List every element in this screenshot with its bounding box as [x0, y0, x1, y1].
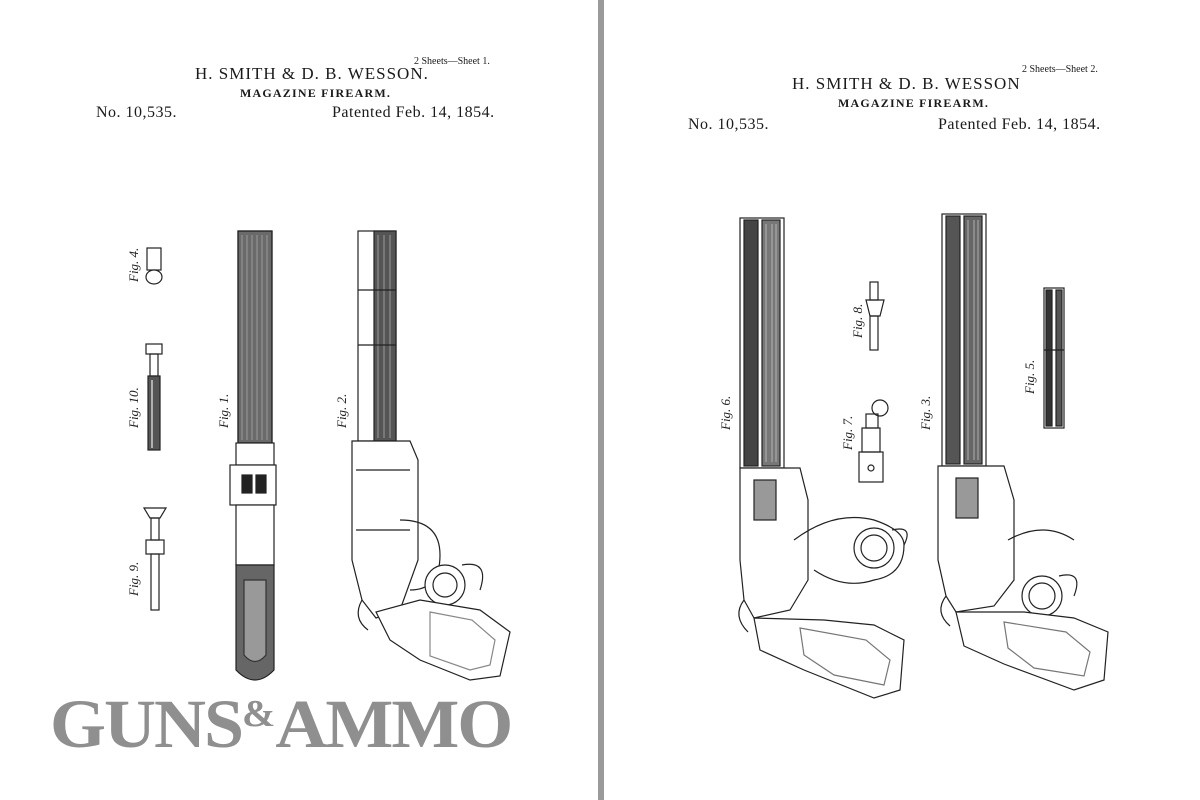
logo-part-ammo: AMMO — [275, 686, 513, 762]
fig-2-side-view — [351, 230, 511, 681]
patent-sheet-2: H. SMITH & D. B. WESSON 2 Sheets—Sheet 2… — [604, 0, 1200, 800]
fig-5-label: Fig. 5. — [1022, 360, 1037, 395]
fig-6-section — [738, 217, 908, 699]
sheet-label: 2 Sheets—Sheet 1. — [414, 56, 490, 67]
guns-and-ammo-logo: GUNS&AMMO — [50, 690, 513, 758]
fig-1-label: Fig. 1. — [216, 394, 231, 429]
patent-drawing-sheet-1: Fig. 4. Fig. 10. Fig. 9. Fig. 1. Fig. 2. — [126, 230, 511, 681]
fig-1-top-view — [229, 230, 277, 681]
fig-5-tube — [1043, 287, 1065, 429]
fig-7-label: Fig. 7. — [840, 416, 855, 451]
patent-date: Patented Feb. 14, 1854. — [332, 104, 495, 121]
inventors-heading: H. SMITH & D. B. WESSON — [792, 74, 1021, 93]
fig-2-label: Fig. 2. — [334, 394, 349, 429]
patent-date: Patented Feb. 14, 1854. — [938, 116, 1101, 133]
fig-7-link — [858, 399, 889, 483]
fig-8-label: Fig. 8. — [850, 304, 865, 339]
sheet-label: 2 Sheets—Sheet 2. — [1022, 64, 1098, 75]
logo-ampersand: & — [242, 691, 276, 735]
patent-title: MAGAZINE FIREARM. — [240, 86, 392, 100]
fig-6-label: Fig. 6. — [718, 396, 733, 431]
patent-number: No. 10,535. — [96, 104, 178, 121]
patent-sheet-1: H. SMITH & D. B. WESSON. 2 Sheets—Sheet … — [0, 0, 598, 800]
inventors-heading: H. SMITH & D. B. WESSON. — [195, 64, 429, 83]
fig-9-label: Fig. 9. — [126, 562, 141, 597]
fig-3-label: Fig. 3. — [918, 396, 933, 431]
patent-title: MAGAZINE FIREARM. — [838, 96, 990, 110]
fig-10-label: Fig. 10. — [126, 387, 141, 429]
fig-4-label: Fig. 4. — [126, 248, 141, 283]
patent-drawing-sheet-2: Fig. 6. Fig. 7. Fig. 8. Fig. 3. Fig. 5. — [718, 213, 1109, 699]
fig-10-follower — [145, 343, 163, 451]
patent-number: No. 10,535. — [688, 116, 770, 133]
fig-8-part — [865, 281, 885, 351]
logo-part-guns: GUNS — [50, 686, 244, 762]
fig-9-firing-pin — [142, 507, 168, 611]
fig-4-cartridge — [145, 247, 163, 285]
sheet-divider — [598, 0, 604, 800]
fig-3-section — [937, 213, 1109, 691]
